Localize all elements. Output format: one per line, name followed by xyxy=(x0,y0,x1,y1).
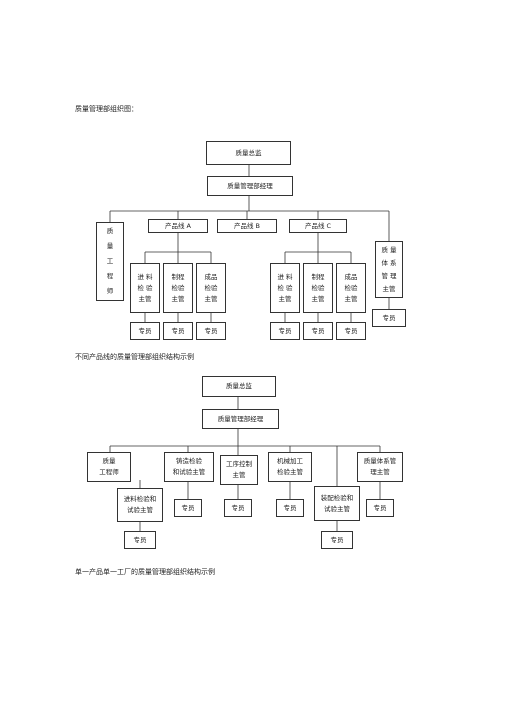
line-c-process-inspection-box: 制程 检验 主管 xyxy=(303,263,333,313)
staff-box: 专员 xyxy=(276,499,304,517)
quality-manager-box: 质量管理部经理 xyxy=(207,176,293,196)
staff-box: 专员 xyxy=(303,322,333,340)
casting-inspection-box: 铸造检验 和试验主管 xyxy=(164,452,214,482)
line-c-incoming-inspection-box: 进 料 检 验 主管 xyxy=(270,263,300,313)
staff-box: 专员 xyxy=(270,322,300,340)
page-heading: 质量管理部组织图： xyxy=(75,105,138,113)
chart2-caption: 单一产品单一工厂的质量管理部组织结构示例 xyxy=(75,568,215,576)
line-a-process-inspection-box: 制程 检验 主管 xyxy=(163,263,193,313)
quality-manager-box: 质量管理部经理 xyxy=(202,409,279,429)
quality-director-box: 质量总监 xyxy=(202,376,276,397)
quality-system-manager-box: 质量体系管 理主管 xyxy=(357,452,403,482)
staff-box: 专员 xyxy=(124,531,156,549)
staff-box: 专员 xyxy=(366,499,394,517)
line-a-finished-inspection-box: 成品 检验 主管 xyxy=(196,263,226,313)
incoming-inspection-box: 进料检验和 试验主管 xyxy=(117,488,163,522)
staff-box: 专员 xyxy=(196,322,226,340)
quality-engineer-box: 质量 工程师 xyxy=(87,452,131,482)
staff-box: 专员 xyxy=(336,322,366,340)
machining-inspection-box: 机械加工 检验主管 xyxy=(268,452,312,482)
staff-box: 专员 xyxy=(224,499,252,517)
quality-system-manager-box: 质 量 体 系 管 理 主管 xyxy=(375,241,403,298)
staff-box: 专员 xyxy=(372,309,406,327)
staff-box: 专员 xyxy=(130,322,160,340)
staff-box: 专员 xyxy=(321,531,353,549)
quality-engineer-box: 质 量 工 程 师 xyxy=(96,222,124,301)
product-line-c-box: 产品线 C xyxy=(289,219,347,233)
product-line-a-box: 产品线 A xyxy=(148,219,208,233)
process-control-box: 工序控制 主管 xyxy=(220,455,258,485)
product-line-b-box: 产品线 B xyxy=(217,219,277,233)
line-a-incoming-inspection-box: 进 料 检 验 主管 xyxy=(130,263,160,313)
chart1-caption: 不同产品线的质量管理部组织结构示例 xyxy=(75,353,194,361)
line-c-finished-inspection-box: 成品 检验 主管 xyxy=(336,263,366,313)
staff-box: 专员 xyxy=(174,499,202,517)
quality-director-box: 质量总监 xyxy=(206,141,291,165)
staff-box: 专员 xyxy=(163,322,193,340)
assembly-inspection-box: 装配检验和 试验主管 xyxy=(314,486,360,521)
